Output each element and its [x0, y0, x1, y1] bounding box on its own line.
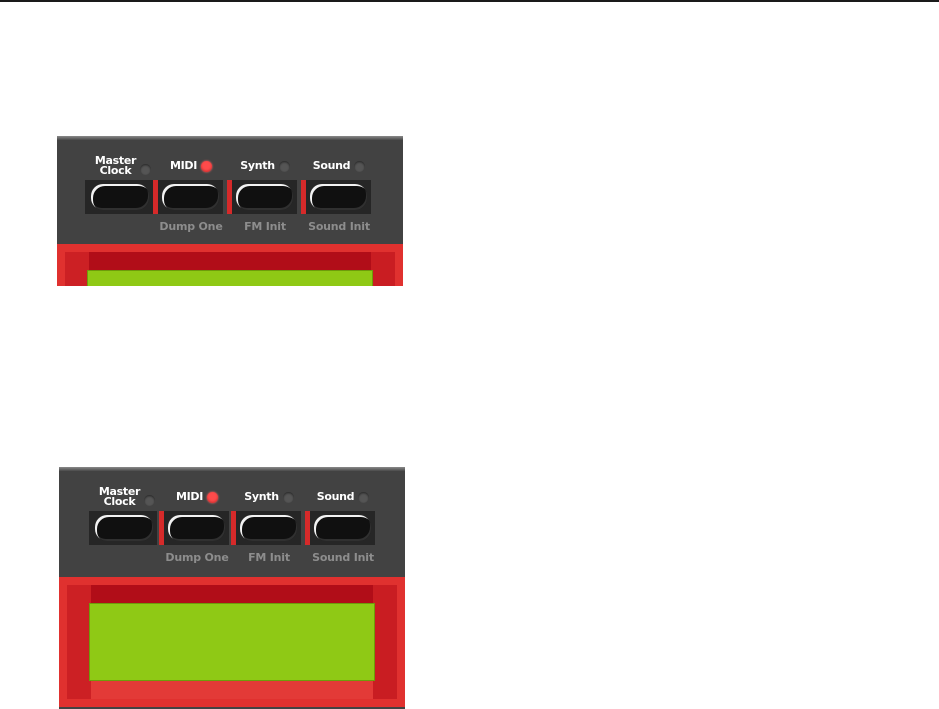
led-sound	[354, 160, 366, 172]
display-bevel	[373, 585, 397, 699]
label-master-clock: Master Clock	[85, 152, 161, 180]
led-sound	[358, 491, 370, 503]
button-bed	[153, 180, 223, 214]
cell-midi: MIDI Dump One	[153, 136, 229, 236]
label-master: Master	[98, 485, 141, 498]
panel-top: Master Clock MIDI Dump One Synth FM Init	[57, 136, 403, 286]
synth-button[interactable]	[236, 184, 293, 210]
cell-synth: Synth FM Init	[227, 136, 303, 236]
display-bevel	[65, 252, 89, 286]
led-master-clock	[140, 163, 152, 175]
sub-label-fm-init: FM Init	[248, 551, 290, 564]
label-sound-text: Sound	[316, 490, 355, 503]
panel-bottom: Master Clock MIDI Dump One Synth FM Init	[59, 467, 405, 709]
label-sound: Sound	[301, 152, 377, 180]
button-bed	[159, 511, 229, 545]
sound-button[interactable]	[314, 515, 371, 541]
label-sound-text: Sound	[312, 159, 351, 172]
label-clock: Clock	[99, 164, 132, 177]
led-midi	[201, 160, 213, 172]
master-clock-button[interactable]	[95, 515, 153, 541]
cell-master-clock: Master Clock	[85, 136, 161, 236]
label-master: Master	[94, 154, 137, 167]
sub-label-fm-init: FM Init	[244, 220, 286, 233]
cell-sound: Sound Sound Init	[301, 136, 377, 236]
panel-edge	[57, 136, 403, 140]
led-synth	[278, 160, 290, 172]
label-clock: Clock	[103, 495, 136, 508]
display-bevel	[371, 252, 395, 286]
led-midi	[207, 491, 219, 503]
lcd-display	[87, 270, 373, 286]
cell-midi: MIDI Dump One	[159, 467, 235, 567]
label-midi: MIDI	[159, 483, 235, 511]
master-clock-button[interactable]	[91, 184, 149, 210]
lcd-display	[89, 603, 375, 681]
label-synth: Synth	[231, 483, 307, 511]
button-bed	[305, 511, 375, 545]
cell-sound: Sound Sound Init	[305, 467, 381, 567]
midi-button[interactable]	[168, 515, 225, 541]
label-midi: MIDI	[153, 152, 229, 180]
display-bevel	[67, 585, 91, 699]
button-bed	[227, 180, 297, 214]
label-master-clock: Master Clock	[89, 483, 165, 511]
sub-label-dump-one: Dump One	[159, 220, 223, 233]
synth-button[interactable]	[240, 515, 297, 541]
top-divider	[0, 0, 939, 2]
label-synth: Synth	[227, 152, 303, 180]
label-midi-text: MIDI	[169, 159, 198, 172]
cell-synth: Synth FM Init	[231, 467, 307, 567]
button-bed	[231, 511, 301, 545]
midi-button[interactable]	[162, 184, 219, 210]
label-synth-text: Synth	[240, 159, 275, 172]
led-synth	[282, 491, 294, 503]
cell-master-clock: Master Clock	[89, 467, 165, 567]
panel-edge	[59, 467, 405, 471]
label-synth-text: Synth	[244, 490, 279, 503]
sub-label-dump-one: Dump One	[165, 551, 229, 564]
button-bed	[301, 180, 371, 214]
display-frame	[59, 577, 405, 707]
label-midi-text: MIDI	[175, 490, 204, 503]
label-sound: Sound	[305, 483, 381, 511]
display-frame	[57, 244, 403, 286]
sub-label-sound-init: Sound Init	[308, 220, 370, 233]
button-bed	[89, 511, 157, 545]
sound-button[interactable]	[310, 184, 367, 210]
sub-label-sound-init: Sound Init	[312, 551, 374, 564]
button-bed	[85, 180, 153, 214]
led-master-clock	[144, 494, 156, 506]
